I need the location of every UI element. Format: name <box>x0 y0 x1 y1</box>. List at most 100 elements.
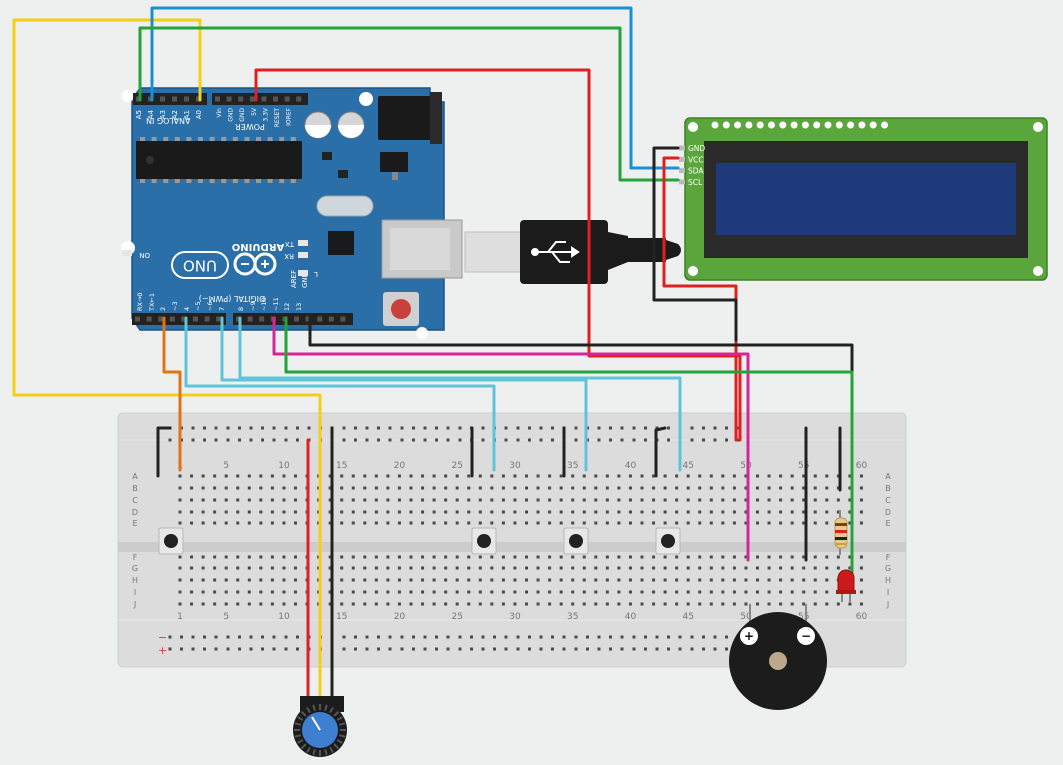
breadboard-hole[interactable] <box>444 498 448 502</box>
breadboard-hole[interactable] <box>698 602 702 606</box>
breadboard-hole[interactable] <box>478 510 482 514</box>
breadboard-hole[interactable] <box>605 555 609 559</box>
breadboard-hole[interactable] <box>802 555 806 559</box>
breadboard-hole[interactable] <box>201 486 205 490</box>
breadboard-hole[interactable] <box>686 510 690 514</box>
breadboard-hole[interactable] <box>374 578 378 582</box>
breadboard-hole[interactable] <box>247 486 251 490</box>
breadboard-hole[interactable] <box>709 521 713 525</box>
rail-hole[interactable] <box>667 635 670 639</box>
breadboard-hole[interactable] <box>467 602 471 606</box>
rail-hole[interactable] <box>493 647 496 651</box>
breadboard-hole[interactable] <box>779 602 783 606</box>
breadboard-hole[interactable] <box>802 474 806 478</box>
breadboard-hole[interactable] <box>363 521 367 525</box>
breadboard-hole[interactable] <box>628 578 632 582</box>
breadboard-hole[interactable] <box>201 474 205 478</box>
breadboard-hole[interactable] <box>721 578 725 582</box>
rail-hole[interactable] <box>528 647 531 651</box>
rail-hole[interactable] <box>296 635 299 639</box>
breadboard-hole[interactable] <box>675 498 679 502</box>
breadboard-hole[interactable] <box>859 590 863 594</box>
breadboard-hole[interactable] <box>351 555 355 559</box>
breadboard-hole[interactable] <box>802 510 806 514</box>
header-pin[interactable] <box>160 96 165 102</box>
breadboard-hole[interactable] <box>190 566 194 570</box>
breadboard-hole[interactable] <box>201 602 205 606</box>
breadboard-hole[interactable] <box>432 474 436 478</box>
rail-hole[interactable] <box>435 426 438 430</box>
header-pin[interactable] <box>247 316 253 322</box>
breadboard-hole[interactable] <box>571 486 575 490</box>
breadboard-hole[interactable] <box>328 602 332 606</box>
breadboard-hole[interactable] <box>582 486 586 490</box>
breadboard-hole[interactable] <box>328 474 332 478</box>
wire-cyan-1[interactable] <box>184 316 496 472</box>
breadboard-hole[interactable] <box>525 474 528 478</box>
rail-hole[interactable] <box>261 647 264 651</box>
breadboard-hole[interactable] <box>490 474 494 478</box>
breadboard-hole[interactable] <box>640 578 644 582</box>
breadboard-hole[interactable] <box>548 566 552 570</box>
breadboard-hole[interactable] <box>282 555 286 559</box>
rail-hole[interactable] <box>342 635 346 639</box>
breadboard-hole[interactable] <box>340 555 344 559</box>
header-pin[interactable] <box>273 96 278 102</box>
rail-hole[interactable] <box>272 426 276 430</box>
breadboard-hole[interactable] <box>605 590 609 594</box>
breadboard-hole[interactable] <box>779 498 783 502</box>
breadboard-hole[interactable] <box>686 578 690 582</box>
breadboard-hole[interactable] <box>224 486 228 490</box>
rail-hole[interactable] <box>609 635 612 639</box>
breadboard-hole[interactable] <box>190 555 194 559</box>
breadboard-hole[interactable] <box>340 498 344 502</box>
breadboard-hole[interactable] <box>836 566 840 570</box>
rail-hole[interactable] <box>713 426 717 430</box>
breadboard-hole[interactable] <box>247 498 251 502</box>
breadboard-hole[interactable] <box>848 486 852 490</box>
rail-hole[interactable] <box>516 438 520 442</box>
rail-hole[interactable] <box>516 635 520 639</box>
breadboard-hole[interactable] <box>201 590 205 594</box>
breadboard-hole[interactable] <box>501 510 505 514</box>
breadboard-hole[interactable] <box>756 590 759 594</box>
breadboard-hole[interactable] <box>270 486 274 490</box>
breadboard-hole[interactable] <box>455 578 459 582</box>
header-pin[interactable] <box>340 316 346 322</box>
breadboard-hole[interactable] <box>813 521 817 525</box>
breadboard-hole[interactable] <box>386 566 390 570</box>
breadboard-hole[interactable] <box>548 578 552 582</box>
rail-hole[interactable] <box>539 438 543 442</box>
rail-hole[interactable] <box>713 647 717 651</box>
breadboard-hole[interactable] <box>582 474 586 478</box>
breadboard-hole[interactable] <box>802 602 806 606</box>
breadboard-hole[interactable] <box>813 602 817 606</box>
breadboard-hole[interactable] <box>397 566 401 570</box>
breadboard-hole[interactable] <box>386 521 390 525</box>
header-pin[interactable] <box>158 316 164 322</box>
rail-hole[interactable] <box>597 438 601 442</box>
breadboard-hole[interactable] <box>859 510 863 514</box>
breadboard-hole[interactable] <box>213 578 217 582</box>
breadboard-hole[interactable] <box>501 521 505 525</box>
rail-hole[interactable] <box>203 426 206 430</box>
breadboard-hole[interactable] <box>859 498 863 502</box>
breadboard-hole[interactable] <box>421 510 425 514</box>
breadboard-hole[interactable] <box>386 474 390 478</box>
rail-hole[interactable] <box>632 635 636 639</box>
breadboard-hole[interactable] <box>732 602 736 606</box>
pushbutton[interactable] <box>563 527 589 555</box>
breadboard-hole[interactable] <box>559 578 563 582</box>
breadboard-hole[interactable] <box>605 521 609 525</box>
rail-hole[interactable] <box>702 635 705 639</box>
breadboard-hole[interactable] <box>294 566 297 570</box>
breadboard-hole[interactable] <box>386 498 390 502</box>
rail-hole[interactable] <box>725 647 728 651</box>
breadboard-hole[interactable] <box>836 555 840 559</box>
breadboard-hole[interactable] <box>478 474 482 478</box>
breadboard-hole[interactable] <box>501 602 505 606</box>
breadboard-hole[interactable] <box>617 602 621 606</box>
breadboard-hole[interactable] <box>663 510 667 514</box>
breadboard-hole[interactable] <box>756 510 759 514</box>
rail-hole[interactable] <box>702 438 705 442</box>
